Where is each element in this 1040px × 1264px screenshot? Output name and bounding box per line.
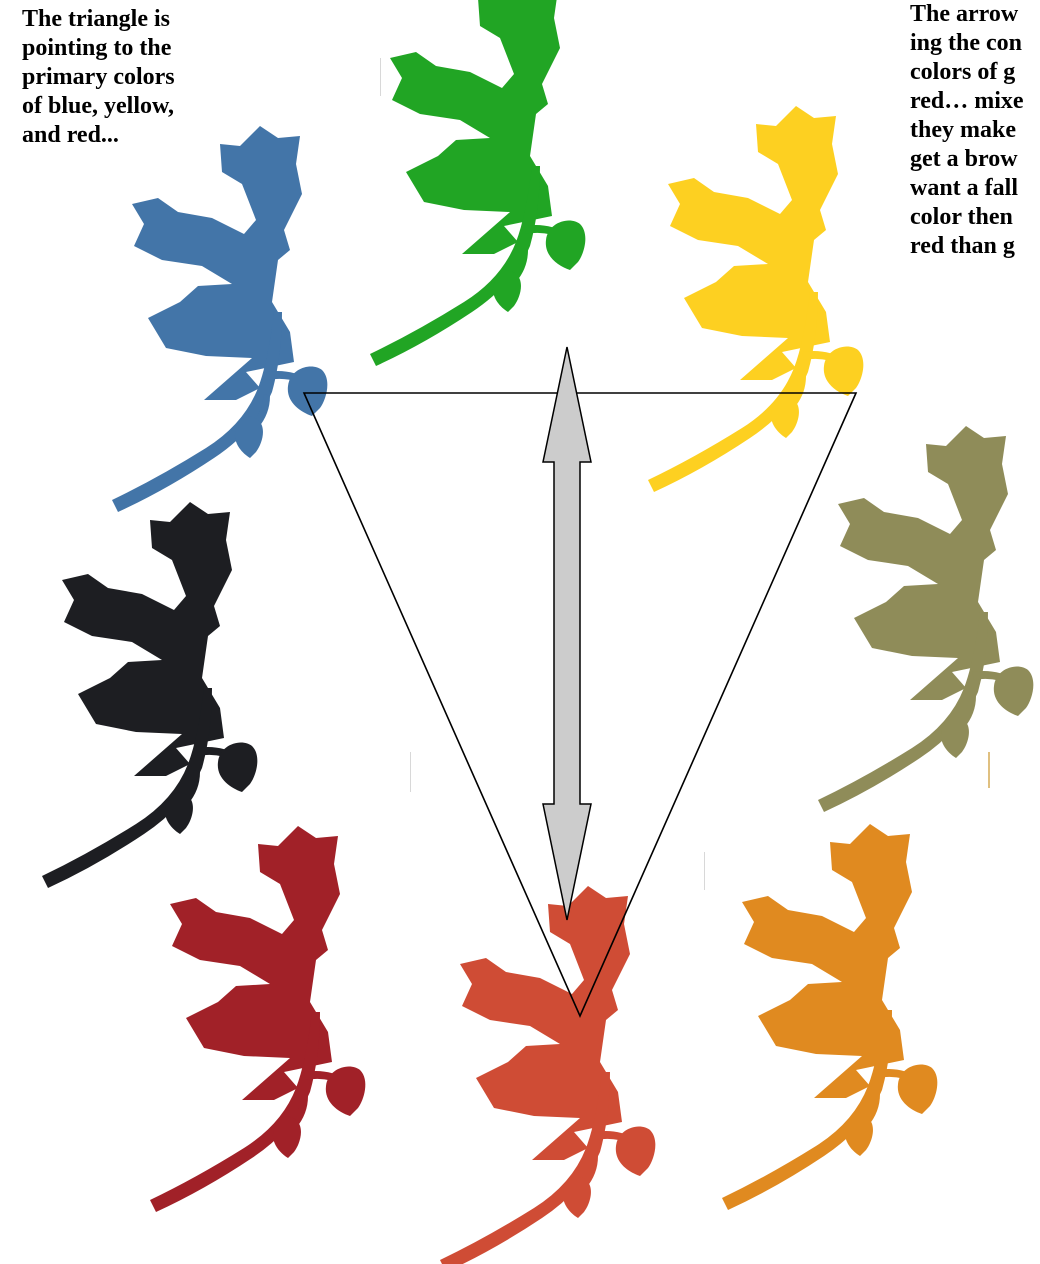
yellow-leaf bbox=[648, 106, 863, 492]
olive-leaf bbox=[818, 426, 1033, 812]
dark-red-leaf bbox=[150, 826, 365, 1212]
scan-mark bbox=[704, 852, 705, 890]
scan-mark bbox=[410, 752, 411, 792]
arrow-caption: The arrow ing the con colors of g red… m… bbox=[910, 0, 1040, 261]
triangle-caption: The triangle is pointing to the primary … bbox=[22, 5, 252, 150]
scan-mark bbox=[988, 752, 990, 788]
blue-leaf bbox=[112, 126, 327, 512]
black-leaf bbox=[42, 502, 257, 888]
orange-leaf bbox=[722, 824, 937, 1210]
double-headed-arrow bbox=[543, 347, 591, 920]
scan-mark bbox=[380, 58, 381, 96]
green-leaf bbox=[370, 0, 585, 366]
